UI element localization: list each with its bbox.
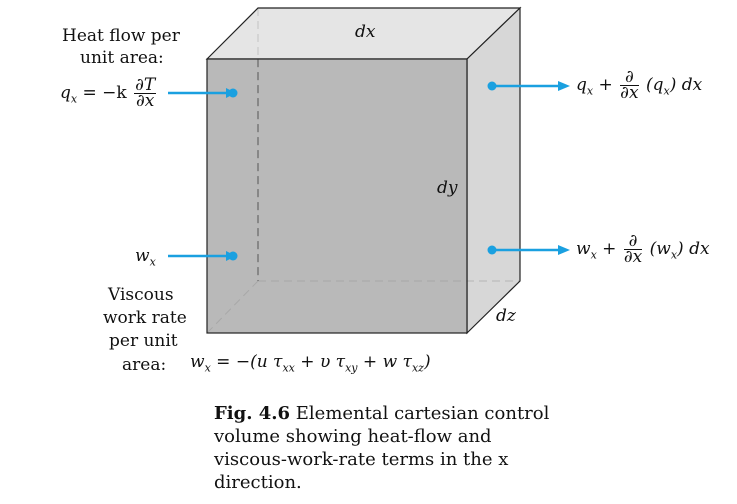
figure-caption: Fig. 4.6 Elemental cartesian control vol… (214, 402, 554, 494)
label-dz: dz (496, 306, 516, 326)
qx-outflow-equation: qx + ∂∂x (qx) dx (576, 67, 703, 103)
figure-number: Fig. 4.6 (214, 403, 291, 424)
label-dy: dy (437, 178, 458, 198)
heat-flow-label-line2: unit area: (80, 48, 164, 68)
heat-flow-label-line1: Heat flow per (62, 26, 180, 46)
viscous-label-line1: Viscous (108, 285, 174, 305)
viscous-label-line2: work rate (103, 308, 187, 328)
wx-outflow-equation: wx + ∂∂x (wx) dx (576, 231, 710, 267)
cube-right-face (466, 6, 521, 335)
caption-text: Elemental cartesian control volume showi… (214, 403, 550, 493)
heat-flow-out-arrow-head (558, 81, 570, 91)
viscous-label-line4: area: (122, 355, 167, 375)
work-in-dot (228, 251, 238, 261)
work-out-arrow-head (558, 245, 570, 255)
heat-flow-in-dot (228, 88, 238, 98)
wx-work-equation: wx = −(u τxx + υ τxy + w τxz) (190, 352, 431, 375)
qx-fourier-equation: qx = −k ∂T∂x (60, 75, 157, 111)
label-dx: dx (355, 22, 376, 42)
cube-front-face (206, 58, 468, 334)
wx-left-label: wx (135, 246, 156, 269)
viscous-label-line3: per unit (109, 331, 178, 351)
